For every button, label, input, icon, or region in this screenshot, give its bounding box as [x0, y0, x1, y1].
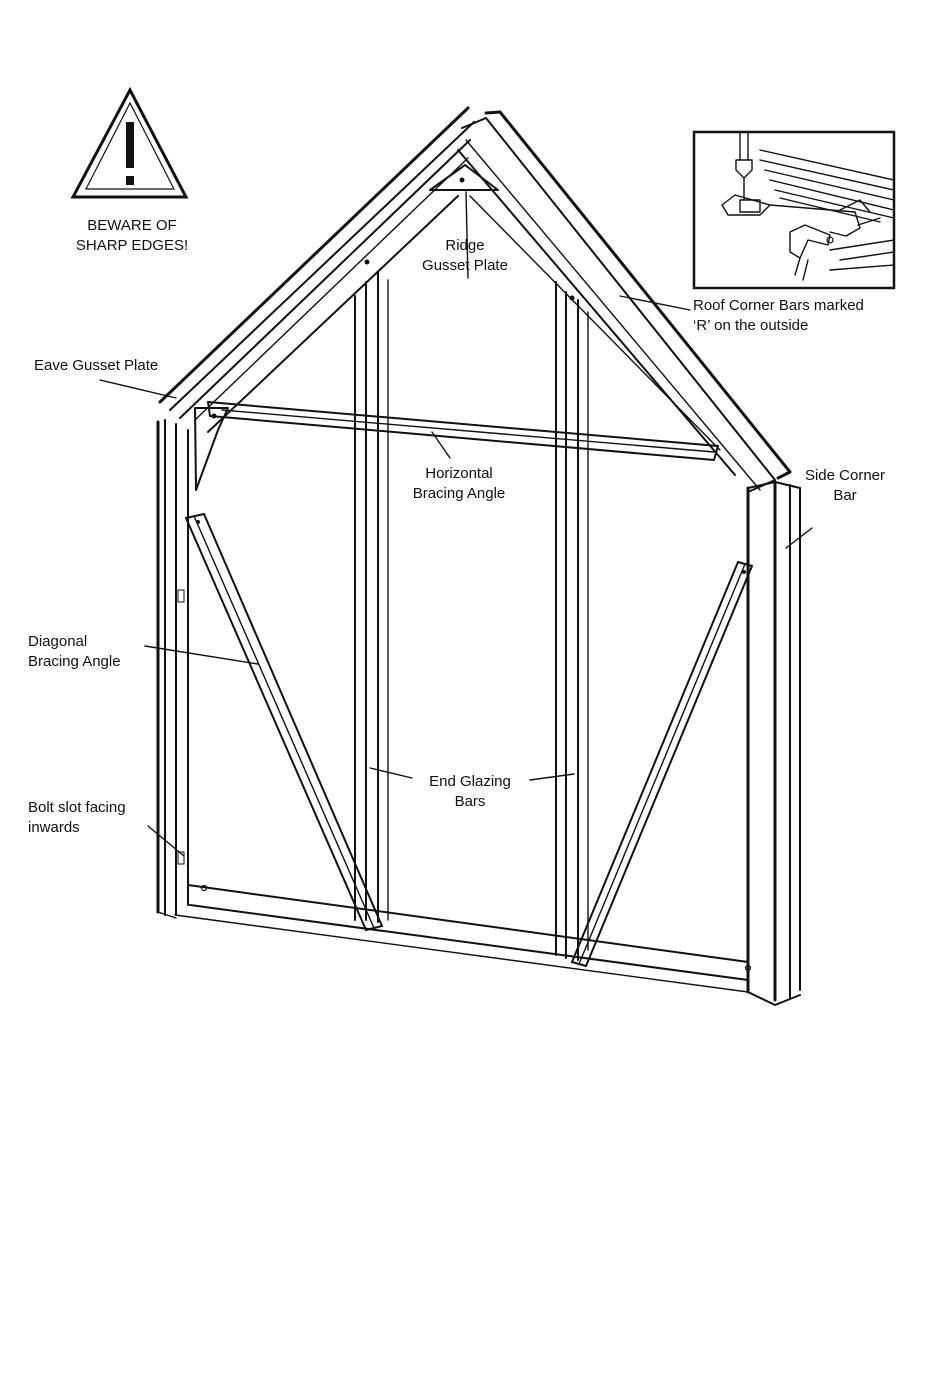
bolt-slot-label: Bolt slot facing inwards	[28, 798, 168, 838]
diagonal-bracing-angle-label: Diagonal Bracing Angle	[28, 632, 158, 672]
eave-gusset-plate	[195, 408, 228, 490]
roof-corner-bar-detail-icon	[694, 132, 894, 288]
roof-corner-bars-label: Roof Corner Bars marked ‘R’ on the outsi…	[693, 296, 923, 336]
ridge-gusset-plate-label: Ridge Gusset Plate	[400, 236, 530, 276]
side-corner-bar-label: Side Corner Bar	[790, 466, 900, 506]
left-side-corner-bar	[158, 420, 188, 918]
right-side-corner-bar	[748, 482, 800, 1005]
horizontal-bracing-angle-label: Horizontal Bracing Angle	[394, 464, 524, 504]
eave-gusset-plate-label: Eave Gusset Plate	[34, 356, 204, 376]
end-glazing-bar-right	[556, 282, 588, 960]
warning-text: BEWARE OF SHARP EDGES!	[62, 216, 202, 256]
warning-triangle-icon	[73, 90, 186, 197]
end-glazing-bar-left	[355, 260, 388, 923]
diagonal-bracing-angle-left	[186, 514, 382, 930]
bottom-sill-bar	[175, 885, 751, 992]
end-glazing-bars-label: End Glazing Bars	[410, 772, 530, 812]
horizontal-bracing-angle	[208, 402, 718, 460]
leader-lines	[100, 192, 812, 856]
diagonal-bracing-angle-right	[572, 562, 752, 966]
